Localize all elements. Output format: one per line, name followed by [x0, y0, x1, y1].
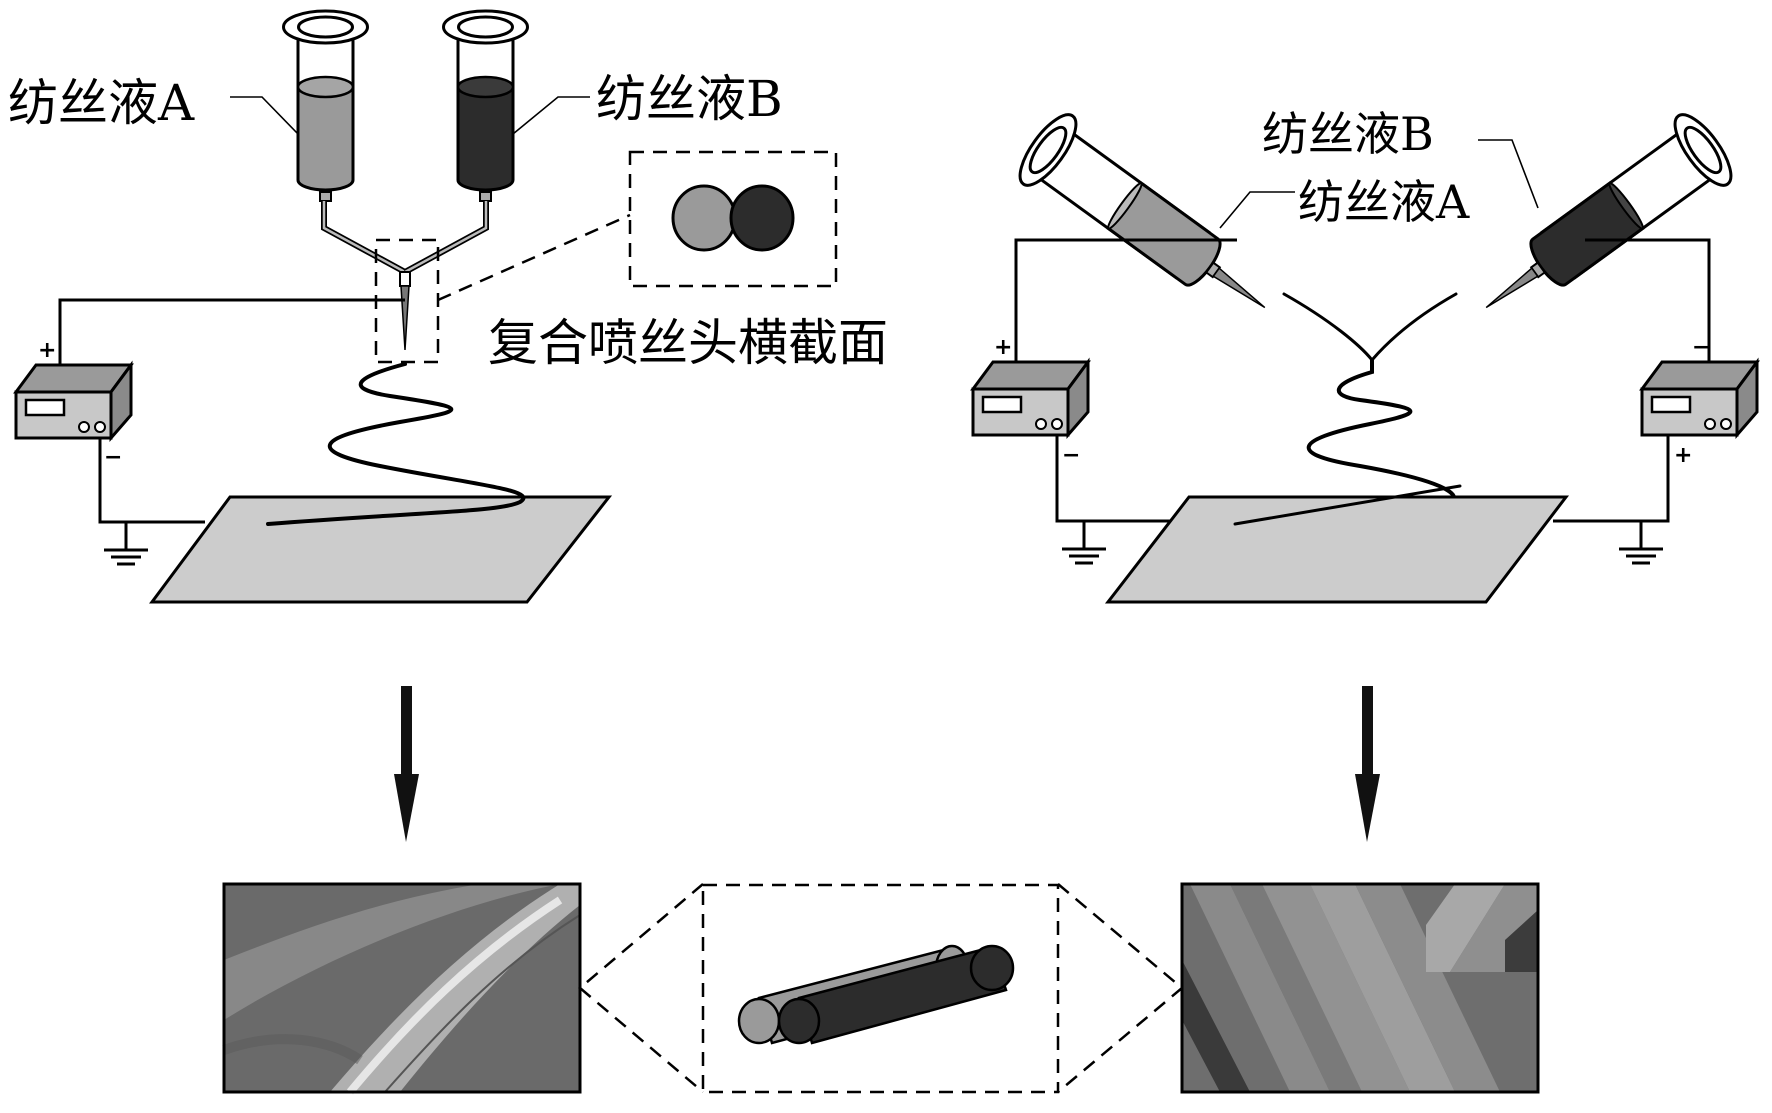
- negative-terminal-right: −: [1692, 335, 1710, 360]
- fiber-jet: [266, 362, 526, 526]
- leader-line-b-right: [1478, 139, 1539, 209]
- syringe-b: [442, 9, 529, 202]
- ground-icon-left: [1060, 519, 1108, 565]
- arrow-right: [1355, 686, 1380, 842]
- feed-tubes: [321, 201, 489, 351]
- bicomponent-fiber-zoom: [578, 883, 1184, 1094]
- ground-wire: [98, 438, 205, 524]
- leader-line-a-right: [1219, 191, 1295, 229]
- cross-section-icon: [671, 184, 795, 252]
- collector-plate-right: [1104, 495, 1570, 604]
- hv-wire-right: [1585, 238, 1711, 362]
- cross-section-box: [628, 150, 838, 288]
- jet-a: [1282, 292, 1374, 362]
- negative-terminal-label: −: [104, 445, 122, 470]
- positive-terminal-label: +: [38, 338, 56, 363]
- sem-image-right: [1180, 882, 1540, 1094]
- callout-line: [437, 213, 631, 302]
- leader-line-a: [230, 96, 299, 135]
- leader-line-b: [512, 96, 590, 135]
- syringe-a: [282, 9, 369, 202]
- right-setup: 纺丝液B 纺丝液A + − − +: [971, 107, 1759, 604]
- collector-plate: [149, 495, 613, 604]
- left-setup: 纺丝液A 纺丝液B 复合喷丝头横截面 + −: [8, 9, 888, 604]
- arrow-left: [394, 686, 419, 842]
- hv-wire: [58, 298, 405, 365]
- label-solution-b-right: 纺丝液B: [1262, 107, 1434, 161]
- negative-terminal-left: −: [1062, 443, 1080, 468]
- hv-wire-left: [1014, 238, 1237, 362]
- label-solution-a-right: 纺丝液A: [1298, 175, 1470, 229]
- ground-icon-right: [1617, 519, 1665, 565]
- label-solution-a: 纺丝液A: [8, 74, 195, 132]
- jet-b: [1370, 292, 1458, 362]
- sem-image-left: [222, 882, 582, 1095]
- syringe-b-tilted: [1485, 113, 1733, 309]
- ground-wire-left: [1055, 435, 1175, 523]
- ground-icon: [102, 520, 150, 566]
- power-supply-right: [1640, 360, 1759, 437]
- power-supply: [14, 363, 133, 440]
- nozzle-caption: 复合喷丝头横截面: [488, 314, 888, 372]
- deposited-fiber-right: [1233, 484, 1462, 526]
- positive-terminal-right: +: [1674, 443, 1692, 468]
- positive-terminal-left: +: [994, 335, 1012, 360]
- label-solution-b: 纺丝液B: [596, 70, 783, 128]
- ground-wire-right: [1553, 435, 1670, 523]
- power-supply-left: [971, 360, 1090, 437]
- syringe-a-tilted: [1018, 113, 1266, 309]
